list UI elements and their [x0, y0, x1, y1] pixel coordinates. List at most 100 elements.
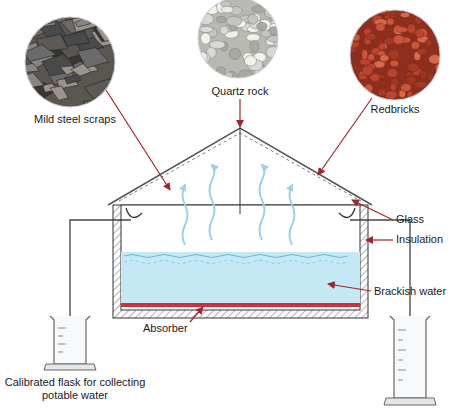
brick-piece: [390, 60, 399, 67]
photo-rim: [25, 17, 115, 107]
steel-scrap: [62, 31, 89, 46]
measuring-flask: [50, 316, 90, 364]
flask-base: [44, 364, 96, 370]
brick-piece: [380, 55, 389, 62]
brick-piece: [416, 31, 424, 38]
brick-piece: [366, 7, 375, 14]
insulation-wall: [113, 205, 368, 318]
steel-photo: [11, 9, 132, 113]
basin-interior: [121, 205, 360, 310]
brick-piece: [414, 81, 427, 88]
part-label: Quartz rock: [180, 85, 300, 98]
brick-photo: [344, 6, 443, 102]
leader-arrow: [190, 307, 203, 322]
brick-piece: [378, 43, 385, 50]
steel-scrap: [94, 12, 111, 23]
part-label: Insulation: [396, 233, 472, 246]
brick-piece: [426, 39, 432, 46]
vapor-arrow: [260, 165, 265, 240]
brick-piece: [400, 13, 409, 18]
quartz-photo: [194, 0, 282, 83]
part-label: Glass: [396, 213, 471, 226]
steel-scrap: [32, 9, 53, 25]
brick-piece: [407, 63, 419, 72]
photo-bg: [350, 10, 440, 100]
part-label: Redbricks: [340, 103, 450, 116]
quartz-pebble: [257, 22, 267, 30]
vapor-arrow: [290, 185, 295, 245]
steel-scrap: [83, 100, 106, 113]
vapor-arrow: [210, 165, 215, 240]
quartz-pebble: [201, 33, 211, 44]
brick-piece: [368, 54, 375, 61]
steel-scrap: [42, 54, 78, 76]
quartz-pebble: [267, 35, 280, 42]
water-ripple: [124, 255, 348, 258]
brick-piece: [435, 87, 441, 93]
brick-piece: [393, 35, 404, 44]
quartz-pebble: [269, 27, 281, 35]
part-label: Absorber: [143, 322, 223, 335]
steel-scrap: [50, 86, 68, 101]
flask-graduation: [58, 328, 66, 352]
brick-piece: [377, 96, 387, 102]
quartz-pebble: [250, 41, 259, 53]
leader-arrow: [106, 90, 170, 190]
quartz-pebble: [209, 41, 225, 49]
part-label: Calibrated flask for collecting potable …: [0, 376, 150, 402]
brick-piece: [362, 66, 373, 76]
photo-rim: [198, 0, 278, 78]
water-ripple: [124, 261, 348, 264]
leader-group: [106, 90, 393, 322]
brick-piece: [362, 50, 368, 60]
quartz-pebble: [244, 56, 256, 66]
brick-piece: [385, 91, 397, 99]
brick-piece: [367, 33, 376, 40]
brick-piece: [353, 90, 363, 100]
brick-piece: [361, 92, 368, 100]
quartz-pebble: [267, 0, 278, 9]
brick-piece: [401, 84, 412, 92]
quartz-pebble: [216, 16, 226, 22]
steel-scrap: [11, 72, 44, 89]
steel-scrap: [75, 18, 91, 27]
quartz-pebble: [199, 53, 210, 64]
leader-arrow: [318, 98, 372, 175]
quartz-pebble: [263, 68, 278, 78]
quartz-pebble: [216, 67, 226, 77]
vapor-arrow: [183, 185, 188, 245]
brick-piece: [423, 93, 431, 102]
brick-piece: [387, 18, 395, 25]
leader-arrow: [239, 99, 240, 127]
flask-graduation: [398, 330, 406, 380]
leader-arrow: [366, 239, 393, 240]
brick-piece: [346, 75, 356, 83]
brick-piece: [411, 41, 420, 49]
steel-scrap: [84, 79, 120, 99]
photo-rim: [350, 10, 440, 100]
outlet-tube: [70, 220, 131, 322]
leader-arrow: [328, 284, 371, 291]
steel-scrap: [93, 25, 120, 43]
brick-piece: [388, 50, 399, 60]
brick-piece: [407, 91, 413, 100]
measuring-flask: [390, 316, 430, 398]
quartz-pebble: [220, 26, 228, 34]
brick-piece: [387, 69, 398, 78]
quartz-pebble: [266, 70, 278, 80]
steel-scrap: [96, 26, 118, 41]
vapor-group: [183, 165, 295, 245]
part-label: Mild steel scraps: [15, 113, 135, 126]
brick-piece: [376, 23, 386, 31]
steel-scrap: [99, 91, 133, 111]
brick-piece: [389, 10, 397, 15]
brick-piece: [348, 41, 360, 48]
quartz-pebble: [229, 48, 240, 59]
steel-scrap: [65, 75, 82, 84]
quartz-pebble: [248, 14, 258, 24]
quartz-pebble: [200, 26, 213, 32]
part-label: Brackish water: [374, 285, 472, 298]
quartz-pebble: [226, 16, 241, 26]
